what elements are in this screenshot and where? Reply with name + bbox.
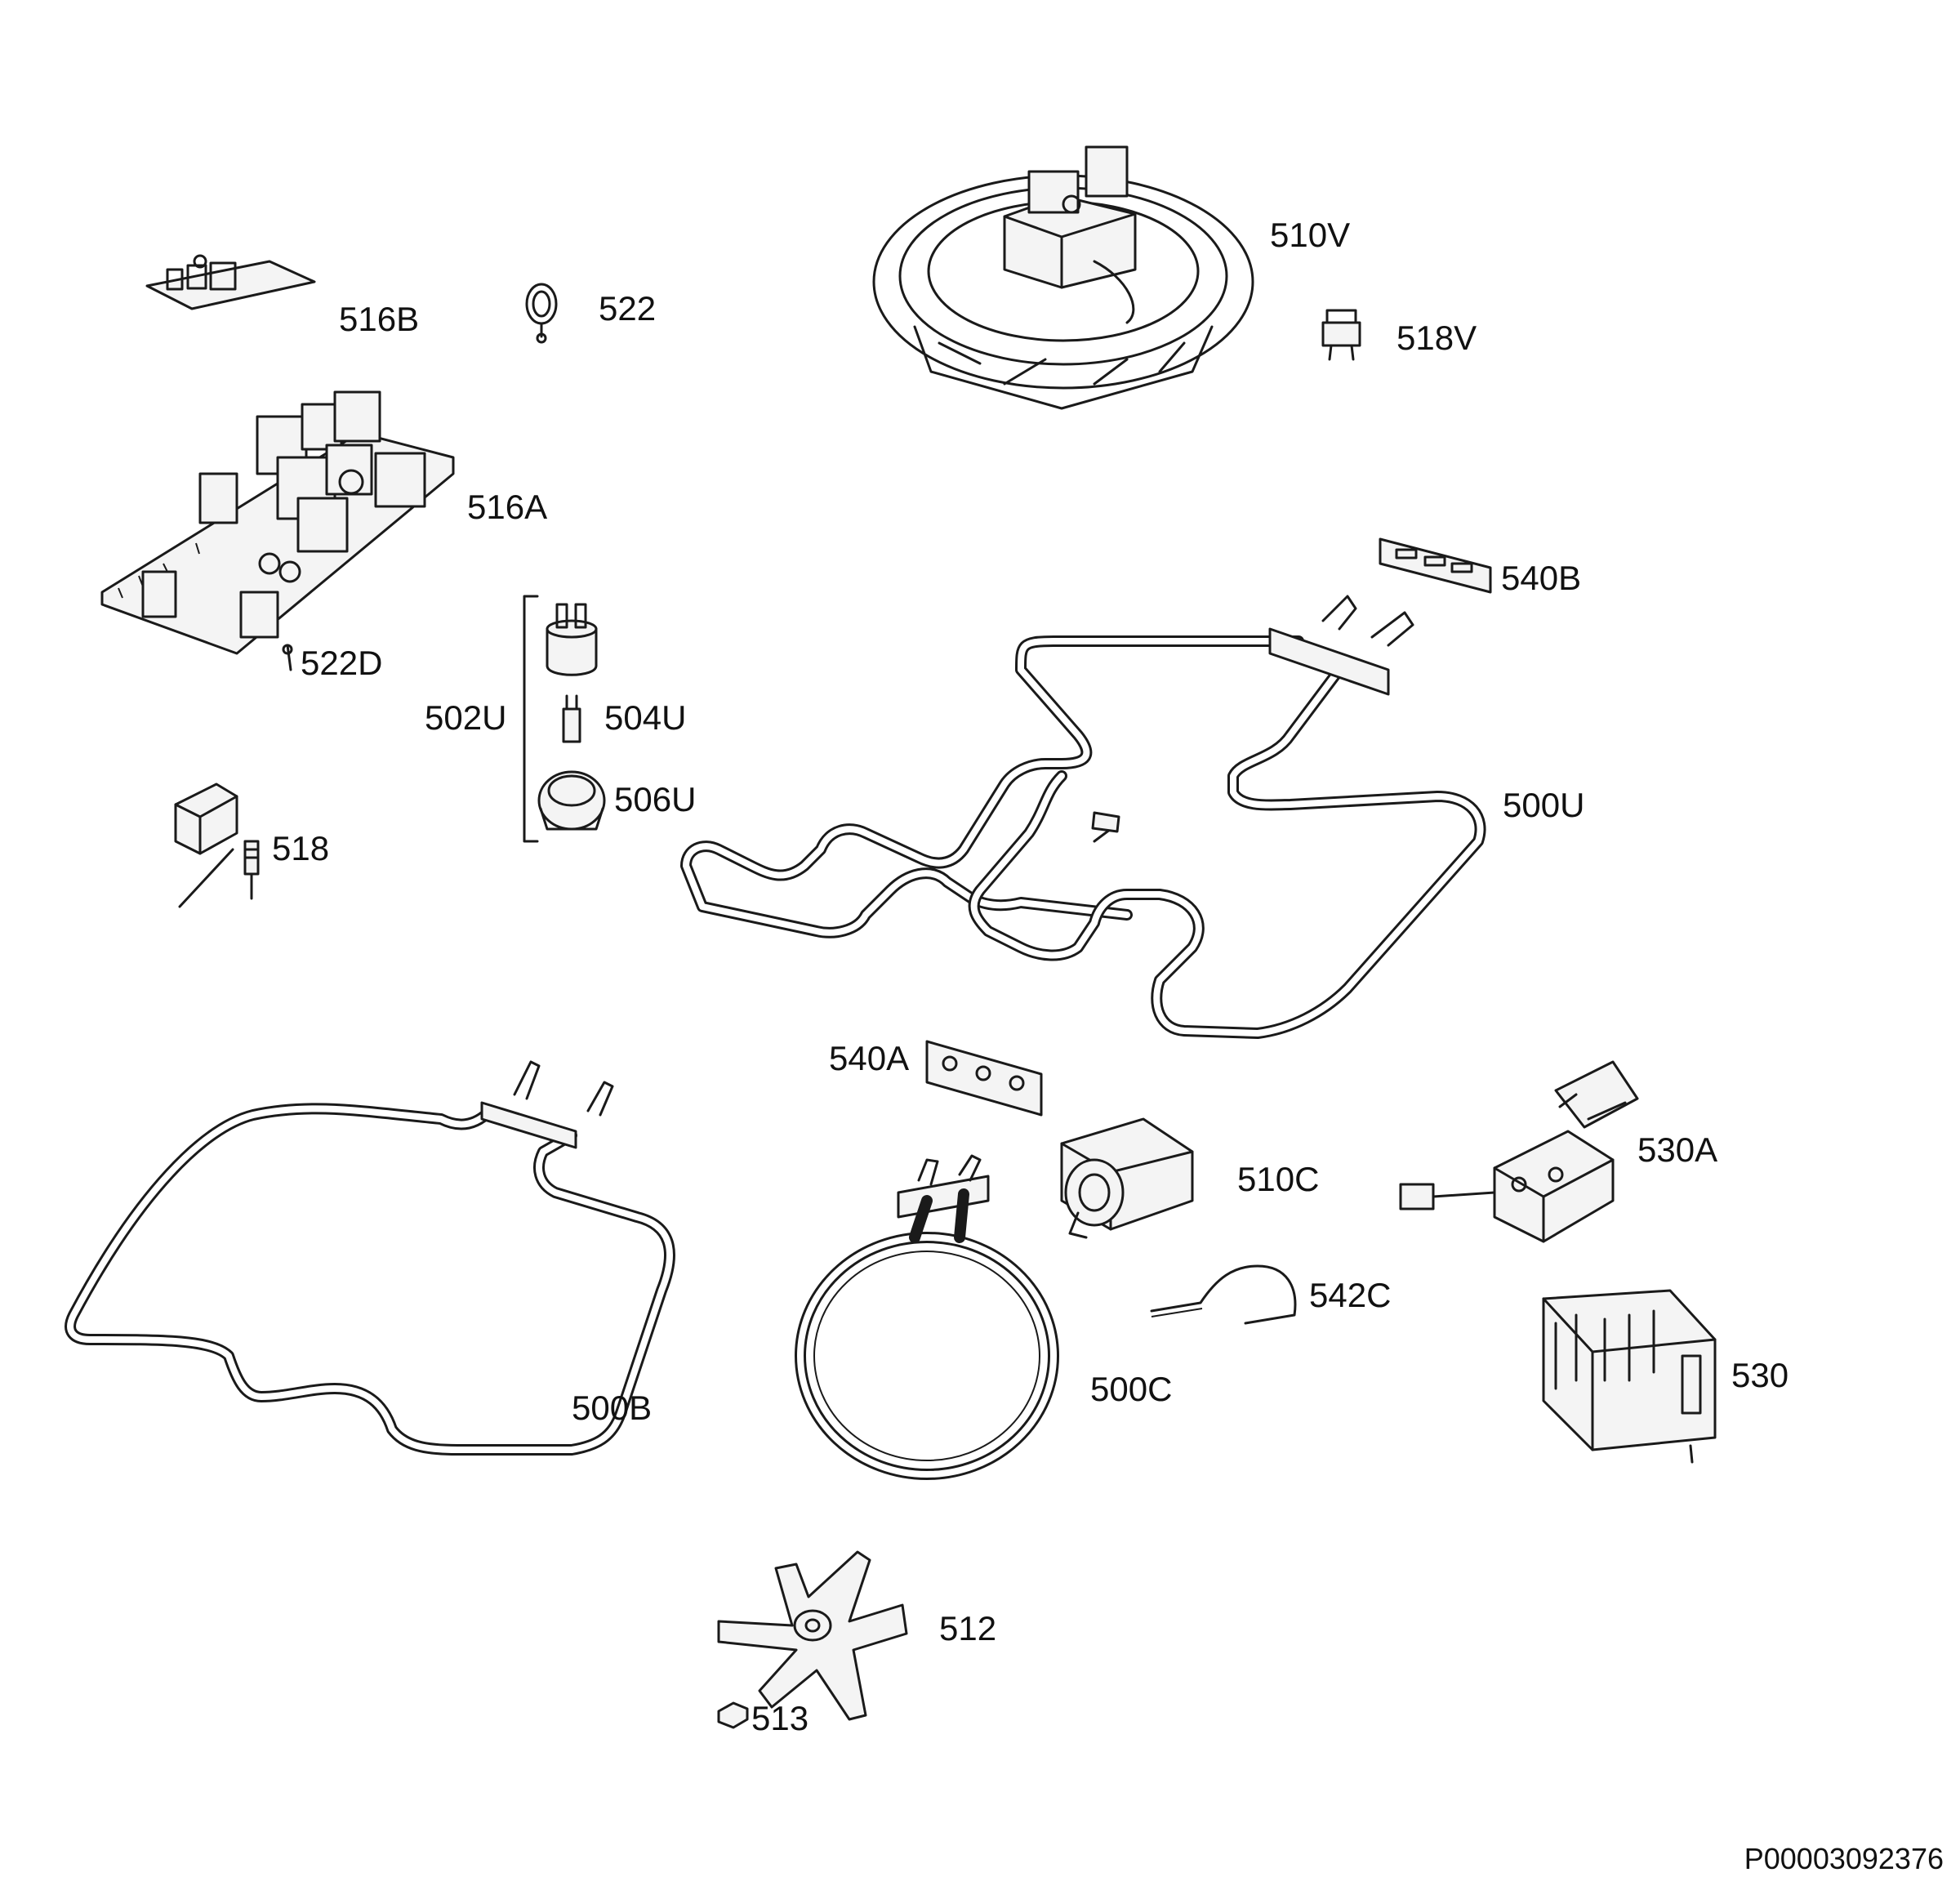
part-502U-lamp-socket[interactable] <box>546 603 598 676</box>
label-518: 518 <box>272 829 329 867</box>
label-516B: 516B <box>339 300 419 338</box>
part-504U-lamp-bulb[interactable] <box>562 694 581 743</box>
label-506U: 506U <box>614 780 696 818</box>
part-540A-gasket-plate[interactable] <box>925 1040 1043 1117</box>
part-530A-terminal-block[interactable] <box>1399 1060 1639 1243</box>
label-518V: 518V <box>1396 319 1477 357</box>
label-522: 522 <box>599 289 656 328</box>
label-500B: 500B <box>572 1389 652 1427</box>
part-510C-convection-motor[interactable] <box>1060 1117 1194 1239</box>
part-542C-wire-clip[interactable] <box>1150 1264 1297 1325</box>
label-522D: 522D <box>301 644 382 682</box>
part-510V-fan-motor-assembly[interactable] <box>872 145 1254 410</box>
label-530: 530 <box>1731 1356 1788 1394</box>
part-506U-lamp-cover[interactable] <box>537 770 606 831</box>
label-502U: 502U <box>425 698 506 737</box>
part-500C-circular-heating-element[interactable] <box>795 1154 1059 1480</box>
part-513-nut[interactable] <box>717 1701 749 1729</box>
label-500U: 500U <box>1503 786 1584 824</box>
label-512: 512 <box>939 1609 996 1647</box>
label-540B: 540B <box>1501 559 1581 597</box>
label-500C: 500C <box>1090 1370 1172 1408</box>
label-540A: 540A <box>829 1039 909 1077</box>
label-504U: 504U <box>604 698 686 737</box>
part-530-terminal-board[interactable] <box>1542 1289 1717 1464</box>
label-530A: 530A <box>1637 1130 1717 1169</box>
part-516B-control-board[interactable] <box>145 254 316 310</box>
part-518-thermostat-sensor[interactable] <box>174 782 260 908</box>
label-510C: 510C <box>1237 1160 1319 1198</box>
label-510V: 510V <box>1270 216 1350 254</box>
part-500B-bottom-heating-element[interactable] <box>65 1060 675 1456</box>
part-518V-thermostat[interactable] <box>1321 309 1361 361</box>
part-500U-top-heating-element[interactable] <box>680 595 1486 1039</box>
part-516A-main-board[interactable] <box>100 390 455 655</box>
drawing-code: P00003092376 <box>1744 1842 1944 1875</box>
part-522D-spacer[interactable] <box>282 644 293 671</box>
label-516A: 516A <box>467 488 547 526</box>
part-512-fan-blade[interactable] <box>717 1550 908 1721</box>
part-540B-gasket-plate[interactable] <box>1379 537 1492 594</box>
label-542C: 542C <box>1309 1276 1391 1314</box>
part-502U-bracket-group <box>523 595 539 843</box>
part-522-clip[interactable] <box>525 283 558 344</box>
label-513: 513 <box>751 1699 808 1737</box>
